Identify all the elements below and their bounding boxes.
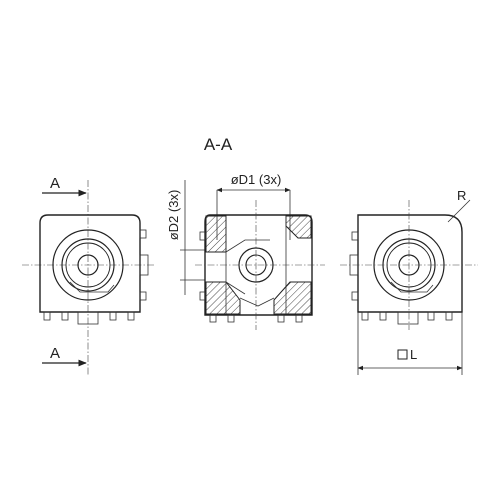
- inner-ring: [65, 242, 111, 288]
- l-label: L: [410, 347, 417, 362]
- section-title: A-A: [204, 135, 233, 154]
- side-tab: [351, 291, 359, 301]
- side-tab: [199, 291, 206, 301]
- bottom-teeth: [361, 311, 453, 325]
- bore-edge: [225, 281, 246, 295]
- hatched-regions: [205, 215, 312, 315]
- d2-label: øD2 (3x): [166, 190, 181, 241]
- countersink: [239, 297, 275, 307]
- bore-hole: [77, 254, 99, 276]
- outer-ring: [52, 229, 124, 301]
- bottom-teeth: [209, 314, 303, 323]
- side-tab: [139, 254, 149, 276]
- radius-label: R: [457, 188, 466, 203]
- left-view: A A: [22, 175, 155, 375]
- clamp-detail: [69, 281, 115, 293]
- bore-edge: [225, 239, 270, 253]
- side-tab: [139, 229, 147, 239]
- clamp-detail: [390, 281, 434, 293]
- square-symbol: [397, 349, 408, 360]
- side-tab: [351, 231, 359, 241]
- bottom-teeth: [43, 311, 135, 325]
- side-tab: [199, 231, 206, 241]
- d1-label: øD1 (3x): [231, 172, 282, 187]
- section-marker-bottom: A: [50, 345, 60, 362]
- section-view: øD1 (3x) øD2 (3x): [166, 172, 325, 330]
- right-view: R L: [340, 188, 478, 375]
- left-block-outline: [39, 214, 141, 313]
- section-marker-top: A: [50, 175, 60, 192]
- radius-leader: [447, 199, 471, 223]
- middle-ring: [61, 238, 115, 292]
- side-tab: [139, 291, 147, 301]
- right-block-outline: [357, 214, 463, 313]
